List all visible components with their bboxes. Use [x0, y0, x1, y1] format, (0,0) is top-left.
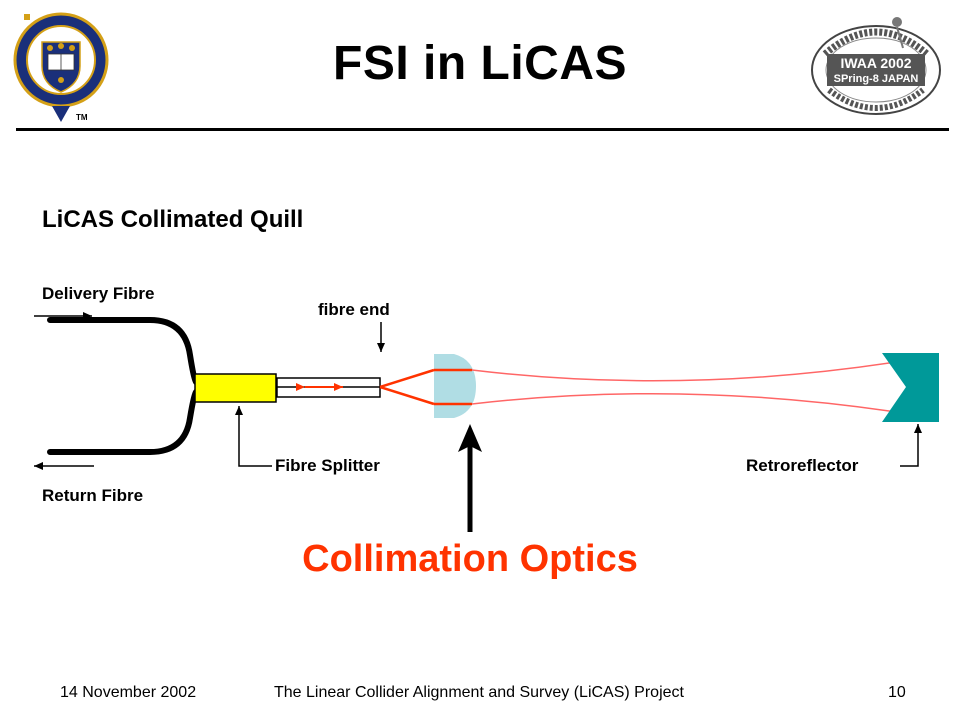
return-fibre-label: Return Fibre: [42, 486, 144, 505]
oxford-crest-icon: TM: [12, 8, 110, 126]
delivery-fibre-label: Delivery Fibre: [42, 284, 155, 303]
retroreflector-pointer: [900, 424, 922, 467]
page-number: 10: [888, 684, 906, 701]
fibre-splitter-box: [194, 373, 277, 403]
iwaa-2002-logo-icon: IWAA 2002 SPring-8 JAPAN: [805, 14, 947, 118]
collimation-lens: [434, 354, 476, 418]
title-divider: [16, 128, 949, 131]
footer-date: 14 November 2002: [60, 684, 197, 701]
fibre-splitter-label: Fibre Splitter: [275, 456, 380, 475]
retroreflector-shape: [882, 353, 939, 422]
svg-text:IWAA 2002: IWAA 2002: [840, 55, 911, 71]
diagram-subtitle: LiCAS Collimated Quill: [42, 206, 304, 233]
fibre-splitter-pointer: [235, 406, 272, 467]
collimation-optics-callout: Collimation Optics: [302, 538, 638, 580]
footer-project: The Linear Collider Alignment and Survey…: [274, 684, 684, 701]
delivery-fibre-line: [47, 317, 199, 385]
svg-text:SPring-8 JAPAN: SPring-8 JAPAN: [834, 73, 919, 85]
svg-text:TM: TM: [76, 113, 88, 122]
fibre-end-label: fibre end: [318, 300, 390, 319]
page-title: FSI in LiCAS: [333, 37, 627, 90]
collimated-beam-lower: [471, 392, 897, 413]
retroreflector-label: Retroreflector: [746, 456, 859, 475]
collimated-beam-upper: [471, 361, 897, 382]
return-fibre-line: [47, 389, 199, 455]
